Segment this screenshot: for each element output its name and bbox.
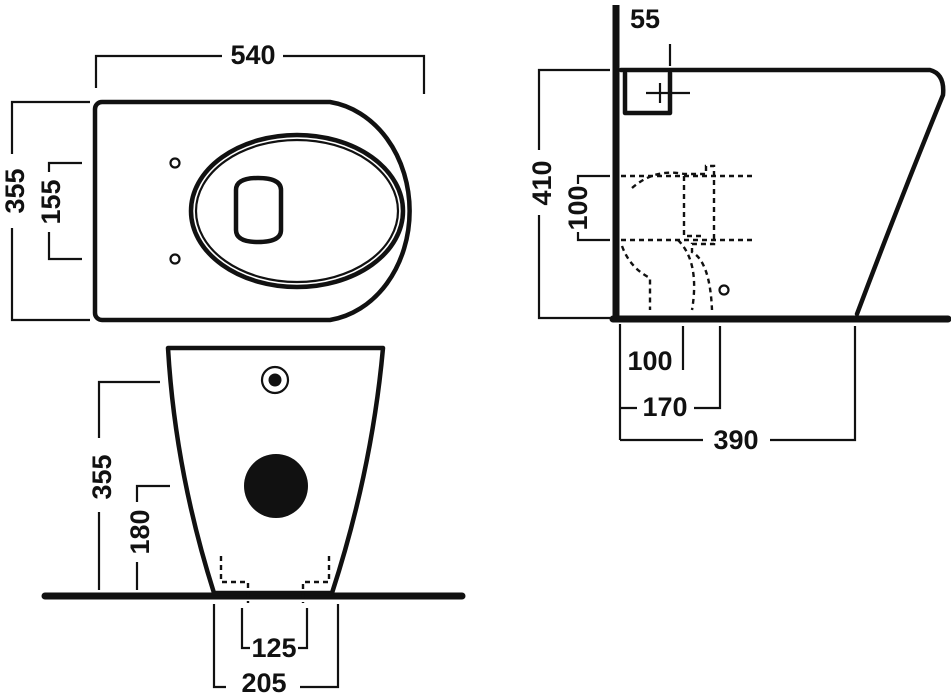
base-width-dim-line bbox=[212, 604, 340, 689]
side-fixing-hole bbox=[718, 284, 730, 296]
water-inlet-ring bbox=[260, 365, 290, 395]
width-dim-label: 540 bbox=[230, 40, 275, 70]
depth-dim-line bbox=[10, 100, 90, 322]
top-view: 540 355 155 bbox=[0, 40, 426, 323]
bowl-inner bbox=[194, 138, 400, 284]
fixing-dim-label: 155 bbox=[36, 179, 66, 224]
inlet-height-dim-label: 180 bbox=[125, 509, 155, 554]
outlet-zone-dim-label: 100 bbox=[563, 185, 593, 230]
fixing-offset-dim-line bbox=[620, 326, 722, 410]
side-depth-dim-label: 390 bbox=[713, 425, 758, 455]
seat-rim bbox=[188, 132, 406, 290]
outlet-offset-dim-line bbox=[618, 324, 685, 440]
fixing-bracket-right bbox=[301, 556, 331, 603]
side-height-dim-label: 410 bbox=[527, 160, 557, 205]
side-height-dim-line bbox=[537, 68, 610, 320]
side-view: 55 410 100 100 170 390 bbox=[527, 4, 951, 455]
fixing-bracket-left bbox=[219, 556, 250, 603]
front-body-outline bbox=[165, 345, 386, 596]
front-fixing-dim-label: 125 bbox=[251, 633, 296, 663]
front-view: 355 180 125 205 bbox=[41, 345, 466, 694]
front-height-dim-label: 355 bbox=[87, 454, 117, 499]
fixing-offset-dim-label: 170 bbox=[642, 392, 687, 422]
top-view-outline bbox=[92, 99, 412, 323]
base-width-dim-label: 205 bbox=[241, 668, 286, 694]
fixing-hole-top bbox=[169, 157, 181, 169]
wall-gap-dim-label: 55 bbox=[630, 4, 660, 34]
depth-dim-label: 355 bbox=[0, 168, 30, 213]
fixing-hole-bottom bbox=[169, 253, 181, 265]
inlet-height-dim-line bbox=[135, 484, 170, 590]
front-fixing-dim-line bbox=[240, 608, 309, 650]
bowl-outlet bbox=[233, 175, 284, 245]
trap-hidden-outline bbox=[620, 164, 716, 311]
side-depth-dim-line bbox=[620, 326, 857, 442]
fixing-dim-line bbox=[47, 161, 82, 261]
width-dim-line bbox=[94, 54, 426, 94]
outlet-zone-dim-line bbox=[576, 174, 610, 242]
water-inlet-center bbox=[268, 373, 282, 387]
waste-outlet bbox=[244, 454, 308, 518]
side-body-outline bbox=[618, 67, 946, 317]
outlet-offset-dim-label: 100 bbox=[627, 346, 672, 376]
front-height-dim-line bbox=[97, 380, 160, 590]
